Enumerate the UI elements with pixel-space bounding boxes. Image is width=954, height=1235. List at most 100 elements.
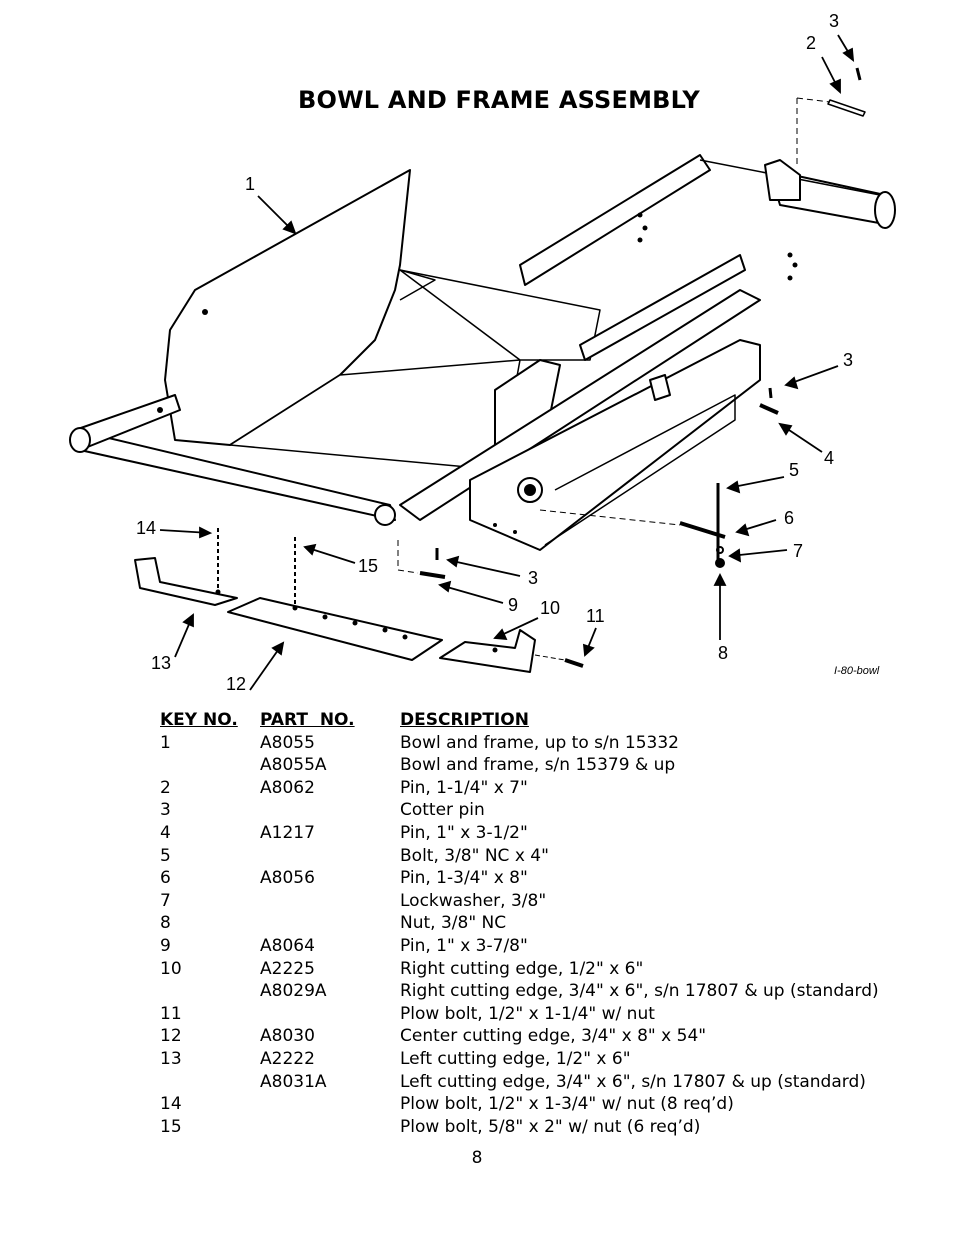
page-number: 8 (471, 1148, 483, 1168)
part-no-cell (260, 1116, 400, 1139)
callout-12: 12 (226, 674, 246, 694)
part-no-cell (260, 799, 400, 822)
callout-13: 13 (151, 653, 171, 673)
table-row: 7 Lockwasher, 3/8" (160, 890, 879, 913)
table-row: 11 Plow bolt, 1/2" x 1-1/4" w/ nut (160, 1003, 879, 1026)
center-cutting-edge-12 (227, 597, 443, 661)
callout-14: 14 (136, 518, 156, 538)
callout-1: 1 (245, 174, 255, 194)
key-no-cell: 4 (160, 822, 171, 843)
callout-labels: 1 2 3 3 3 4 5 6 7 8 9 10 11 12 13 14 15 (136, 11, 853, 694)
callout-4: 4 (824, 448, 834, 468)
callout-3-top: 3 (829, 11, 839, 31)
header-description: DESCRIPTION (400, 710, 529, 730)
description-cell: Cotter pin (400, 800, 485, 821)
description-cell: Nut, 3/8" NC (400, 913, 507, 934)
pin-9 (419, 571, 446, 579)
part-no-cell: A1217 (260, 822, 315, 843)
key-no-cell: 10 (160, 958, 182, 979)
table-row: A8029A Right cutting edge, 3/4" x 6", s/n… (160, 980, 879, 1003)
table-row: 13 A2222 Left cutting edge, 1/2" x 6" (160, 1048, 879, 1071)
callout-9: 9 (508, 595, 518, 615)
callout-2: 2 (806, 33, 816, 53)
part-no-cell: A8064 (260, 935, 315, 956)
description-cell: Left cutting edge, 3/4" x 6", s/n 17807 … (400, 1071, 866, 1092)
key-no-cell: 3 (160, 800, 171, 821)
pin-4 (759, 403, 779, 415)
key-no-cell (160, 1071, 260, 1094)
table-row: 2 A8062 Pin, 1-1/4" x 7" (160, 777, 879, 800)
header-part-no: PART NO. (260, 710, 355, 730)
description-cell: Pin, 1-3/4" x 8" (400, 868, 528, 889)
part-no-cell: A2222 (260, 1048, 315, 1069)
description-cell: Bowl and frame, s/n 15379 & up (400, 755, 676, 776)
description-cell: Plow bolt, 5/8" x 2" w/ nut (6 req’d) (400, 1116, 701, 1137)
part-no-cell: A8055A (260, 755, 327, 776)
part-no-cell: A8029A (260, 981, 327, 1002)
part-no-cell (260, 1003, 400, 1026)
page-title: BOWL AND FRAME ASSEMBLY (298, 86, 701, 114)
parts-table-header: KEY NO. PART NO. DESCRIPTION (160, 709, 879, 732)
figure-reference: I-80-bowl (834, 665, 880, 677)
part-no-cell: A8062 (260, 777, 315, 798)
table-row: 15 Plow bolt, 5/8" x 2" w/ nut (6 req’d) (160, 1116, 879, 1139)
key-no-cell (160, 754, 260, 777)
description-cell: Center cutting edge, 3/4" x 8" x 54" (400, 1026, 707, 1047)
key-no-cell: 1 (160, 732, 171, 753)
callout-8: 8 (718, 643, 728, 663)
pin-6 (679, 521, 726, 539)
table-row: 4 A1217 Pin, 1" x 3-1/2" (160, 822, 879, 845)
description-cell: Pin, 1" x 3-7/8" (400, 935, 528, 956)
key-no-cell: 15 (160, 1116, 182, 1137)
table-row: 6 A8056 Pin, 1-3/4" x 8" (160, 867, 879, 890)
table-row: A8031A Left cutting edge, 3/4" x 6", s/n … (160, 1071, 879, 1094)
exploded-assembly-drawing: 1 2 3 3 3 4 5 6 7 8 9 10 11 12 13 14 15 … (69, 11, 896, 694)
key-no-cell: 8 (160, 913, 171, 934)
key-no-cell: 6 (160, 868, 171, 889)
right-cutting-edge-10 (439, 629, 536, 673)
description-cell: Bolt, 3/8" NC x 4" (400, 845, 549, 866)
part-no-cell (260, 1093, 400, 1116)
part-no-cell (260, 890, 400, 913)
part-no-cell: A8056 (260, 868, 315, 889)
description-cell: Plow bolt, 1/2" x 1-1/4" w/ nut (400, 1003, 655, 1024)
description-cell: Left cutting edge, 1/2" x 6" (400, 1048, 631, 1069)
key-no-cell: 5 (160, 845, 171, 866)
right-rail-outer (519, 154, 711, 286)
description-cell: Pin, 1" x 3-1/2" (400, 822, 528, 843)
description-cell: Pin, 1-1/4" x 7" (400, 777, 528, 798)
description-cell: Right cutting edge, 1/2" x 6" (400, 958, 644, 979)
callout-15: 15 (358, 556, 378, 576)
table-row: 5 Bolt, 3/8" NC x 4" (160, 845, 879, 868)
right-rail-inner (579, 254, 746, 361)
description-cell: Plow bolt, 1/2" x 1-3/4" w/ nut (8 req’d… (400, 1094, 734, 1115)
key-no-cell: 2 (160, 777, 171, 798)
key-no-cell (160, 980, 260, 1003)
key-no-cell: 11 (160, 1003, 182, 1024)
callout-5: 5 (789, 460, 799, 480)
table-row: 3 Cotter pin (160, 799, 879, 822)
table-row: 9 A8064 Pin, 1" x 3-7/8" (160, 935, 879, 958)
key-no-cell: 7 (160, 890, 171, 911)
description-cell: Right cutting edge, 3/4" x 6", s/n 17807… (400, 981, 879, 1002)
table-row: 10 A2225 Right cutting edge, 1/2" x 6" (160, 958, 879, 981)
part-no-cell (260, 845, 400, 868)
sub-frame (469, 339, 761, 551)
key-no-cell: 14 (160, 1094, 182, 1115)
header-key-no: KEY NO. (160, 710, 238, 730)
callout-11: 11 (586, 606, 605, 626)
left-cutting-edge-13 (134, 557, 238, 606)
key-no-cell: 13 (160, 1048, 182, 1069)
callout-3-bottom: 3 (528, 568, 538, 588)
key-no-cell: 12 (160, 1026, 182, 1047)
table-row: 8 Nut, 3/8" NC (160, 912, 879, 935)
key-no-cell: 9 (160, 935, 171, 956)
description-cell: Lockwasher, 3/8" (400, 890, 547, 911)
part-no-cell: A2225 (260, 958, 315, 979)
part-no-cell: A8031A (260, 1071, 327, 1092)
callout-10: 10 (540, 598, 560, 618)
